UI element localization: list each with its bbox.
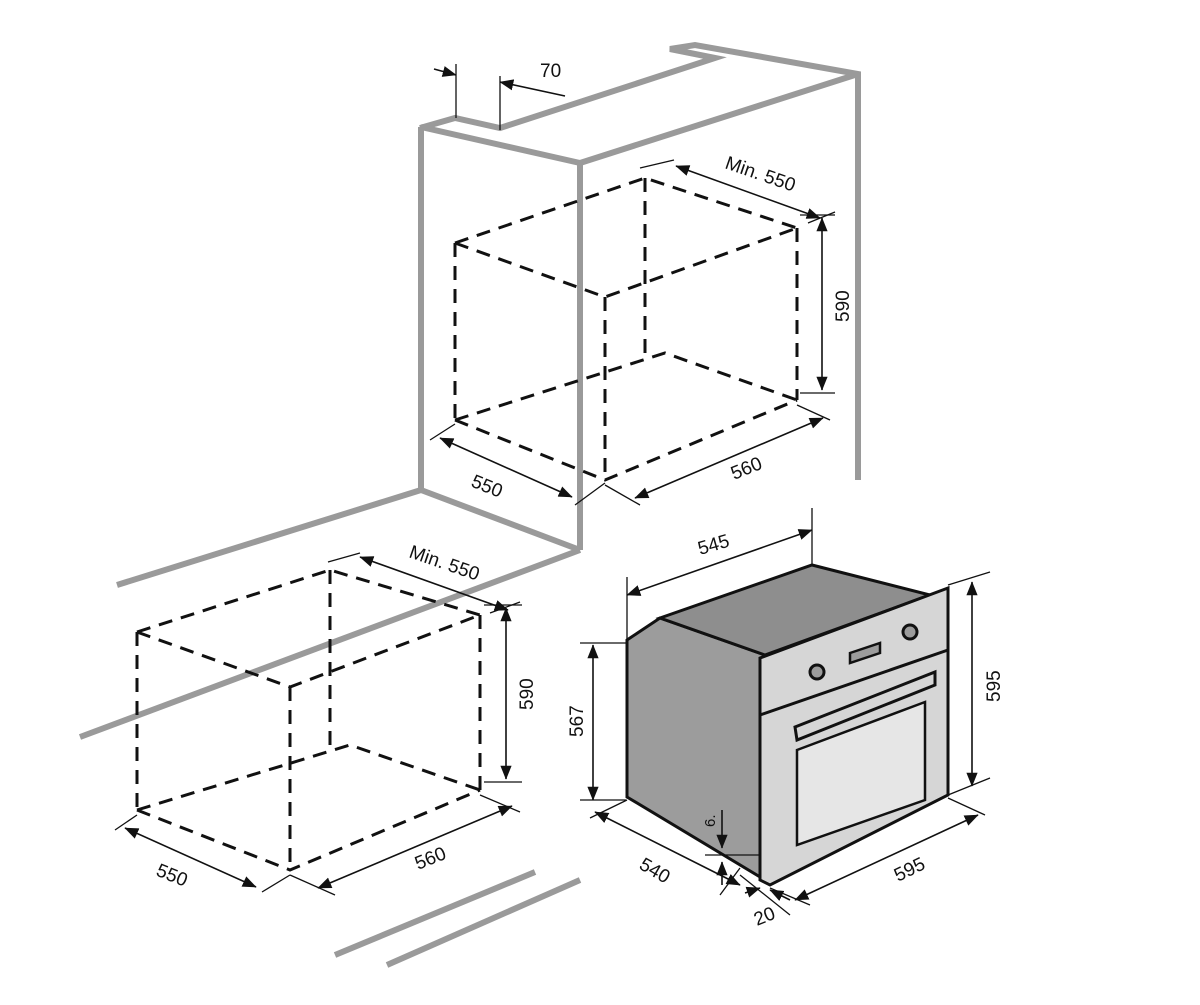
right-knob-icon [901,623,919,641]
upper-gap-label: 70 [540,61,561,82]
oven-top-depth-label: 545 [696,531,732,560]
lower-depth-label: 550 [153,860,190,891]
oven-body-depth-label: 540 [636,854,674,888]
oven-front-height-label: 595 [984,670,1005,702]
door-handle [793,669,937,743]
upper-dimension-lines [429,64,836,506]
lower-niche-box [135,568,482,872]
upper-depth-label: 550 [468,471,505,502]
upper-width-label: 560 [728,453,765,484]
oven-dimension-lines [580,508,991,916]
upper-min-depth-label: Min. 550 [722,153,798,197]
oven-front-thickness-label: 20 [751,903,778,930]
lower-dimension-lines [114,552,522,896]
upper-height-label: 590 [833,290,854,322]
oven-front-width-label: 595 [891,854,929,887]
oven-window [795,700,927,847]
lower-min-depth-label: Min. 550 [406,542,482,586]
lower-width-label: 560 [412,843,449,874]
display-panel [848,641,882,665]
lower-height-label: 590 [517,678,538,710]
oven-illustration [625,563,950,887]
left-knob-icon [808,663,826,681]
tall-cabinet-outline [78,41,861,968]
oven-bottom-offset-label: 6. [702,814,719,827]
oven-side-panel [625,616,767,883]
oven-body-height-label: 567 [567,705,588,737]
upper-niche-box [453,176,799,482]
